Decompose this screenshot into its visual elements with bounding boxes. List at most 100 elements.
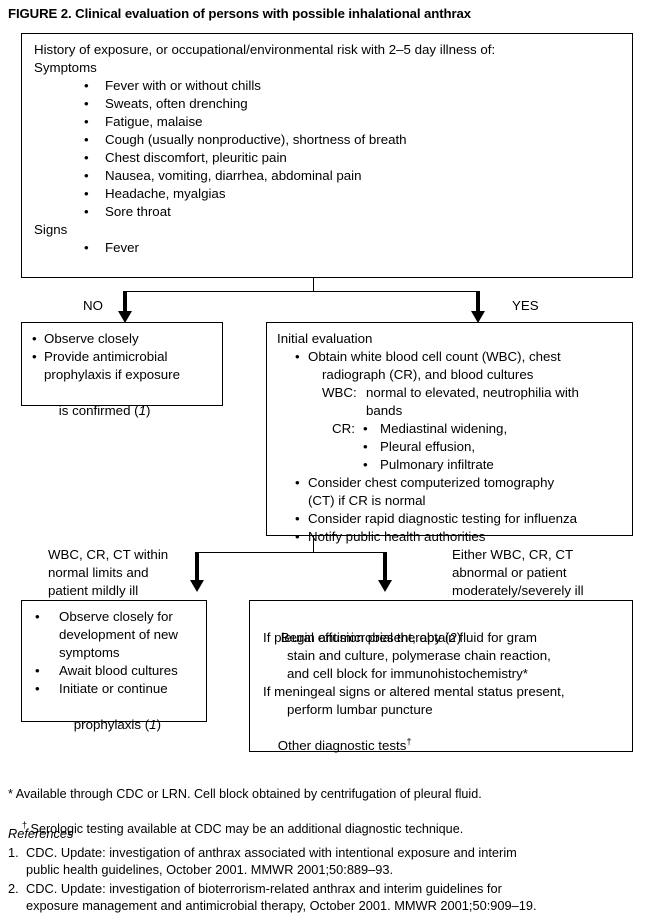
initial-evaluation-heading: Initial evaluation xyxy=(277,331,373,346)
bullet-icon: • xyxy=(84,168,89,183)
symptom-item: Fatigue, malaise xyxy=(105,114,203,129)
signs-label: Signs xyxy=(34,222,68,237)
bullet-icon: • xyxy=(35,663,40,678)
initial-eval-obtain-line2: radiograph (CR), and blood cultures xyxy=(322,367,534,382)
symptom-item: Fever with or without chills xyxy=(105,78,261,93)
page-title: FIGURE 2. Clinical evaluation of persons… xyxy=(8,6,471,21)
arrow-severe-shaft xyxy=(383,552,388,584)
bullet-icon: • xyxy=(84,132,89,147)
references-heading: References xyxy=(8,826,74,841)
bullet-icon: • xyxy=(84,150,89,165)
no-outcome-item-text: is confirmed ( xyxy=(58,402,139,418)
symptom-item: Nausea, vomiting, diarrhea, abdominal pa… xyxy=(105,168,362,183)
bullet-icon: • xyxy=(84,114,89,129)
severe-outcome-line3: stain and culture, polymerase chain reac… xyxy=(287,648,551,663)
wbc-line2: bands xyxy=(366,403,403,418)
dagger-marker: † xyxy=(22,819,28,830)
reference-number: 1. xyxy=(8,845,19,860)
severe-outcome-line4: and cell block for immunohistochemistry* xyxy=(287,666,528,681)
connector-split-bar-lower xyxy=(197,552,386,554)
severe-outcome-line5: If meningeal signs or altered mental sta… xyxy=(263,684,565,699)
ref-marker: 1 xyxy=(138,402,146,418)
arrow-yes-head xyxy=(470,311,485,323)
branch-label-mild-line1: WBC, CR, CT within xyxy=(48,547,169,562)
mild-outcome-item: development of new xyxy=(59,627,179,642)
no-outcome-item: Provide antimicrobial xyxy=(44,349,168,364)
bullet-icon: • xyxy=(35,681,40,696)
reference-line: exposure management and antimicrobial th… xyxy=(26,898,537,913)
mild-outcome-item: Initiate or continue xyxy=(59,681,168,696)
cr-item: Pleural effusion, xyxy=(380,439,476,454)
bullet-icon: • xyxy=(84,78,89,93)
bullet-icon: • xyxy=(32,331,37,346)
no-outcome-box xyxy=(21,322,223,406)
bullet-icon: • xyxy=(295,511,300,526)
connector-split-bar xyxy=(125,291,479,293)
bullet-icon: • xyxy=(84,96,89,111)
ref-close: ) xyxy=(146,402,151,418)
branch-label-severe-line3: moderately/severely ill xyxy=(452,583,584,598)
severe-outcome-line6: perform lumbar puncture xyxy=(287,702,433,717)
reference-line: CDC. Update: investigation of anthrax as… xyxy=(26,845,517,860)
bullet-icon: • xyxy=(84,204,89,219)
arrow-no-shaft xyxy=(123,291,128,315)
severe-outcome-box xyxy=(249,600,633,752)
ref-close: ) xyxy=(156,716,162,732)
severe-outcome-line7: Other diagnostic tests† xyxy=(263,719,412,772)
arrow-yes-shaft xyxy=(476,291,481,315)
branch-label-no: NO xyxy=(83,298,103,313)
cr-item: Mediastinal widening, xyxy=(380,421,508,436)
branch-label-mild-line3: patient mildly ill xyxy=(48,583,139,598)
cr-label: CR: xyxy=(332,421,355,436)
mild-outcome-item-ref: prophylaxis (1) xyxy=(59,698,161,751)
severe-line7-text: Other diagnostic tests xyxy=(277,737,407,753)
initial-evaluation-box xyxy=(266,322,633,536)
branch-label-mild-line2: normal limits and xyxy=(48,565,149,580)
no-outcome-item: prophylaxis if exposure xyxy=(44,367,180,382)
bullet-icon: • xyxy=(35,609,40,624)
sign-item: Fever xyxy=(105,240,139,255)
symptom-item: Sore throat xyxy=(105,204,171,219)
ref-marker: 1 xyxy=(149,716,157,732)
mild-outcome-item-text: prophylaxis ( xyxy=(73,716,150,732)
consider-rapid-line: Consider rapid diagnostic testing for in… xyxy=(308,511,578,526)
arrow-mild-shaft xyxy=(195,552,200,584)
wbc-label: WBC: xyxy=(322,385,357,400)
arrow-no-head xyxy=(117,311,132,323)
consider-ct-line2: (CT) if CR is normal xyxy=(308,493,426,508)
severe-outcome-line1: Begin antimicrobial therapy (2) xyxy=(266,611,461,664)
ref-marker: 2 xyxy=(449,629,457,645)
branch-label-severe-line2: abnormal or patient xyxy=(452,565,567,580)
arrow-severe-head xyxy=(377,580,392,592)
reference-number: 2. xyxy=(8,881,19,896)
mild-outcome-item: symptoms xyxy=(59,645,120,660)
bullet-icon: • xyxy=(363,457,368,472)
bullet-icon: • xyxy=(363,439,368,454)
mild-outcome-box xyxy=(21,600,207,722)
bullet-icon: • xyxy=(84,240,89,255)
bullet-icon: • xyxy=(295,529,300,544)
dagger-marker: † xyxy=(406,736,412,748)
symptom-item: Headache, myalgias xyxy=(105,186,226,201)
footnote-dagger: † Serologic testing available at CDC may… xyxy=(8,804,463,854)
reference-line: CDC. Update: investigation of bioterrori… xyxy=(26,881,502,896)
history-box xyxy=(21,33,633,278)
branch-label-yes: YES xyxy=(512,298,539,313)
branch-label-severe-line1: Either WBC, CR, CT xyxy=(452,547,574,562)
reference-line: public health guidelines, October 2001. … xyxy=(26,862,394,877)
connector-stem-lower xyxy=(312,536,314,553)
symptoms-label: Symptoms xyxy=(34,60,97,75)
symptom-item: Sweats, often drenching xyxy=(105,96,248,111)
wbc-line1: normal to elevated, neutrophilia with xyxy=(366,385,579,400)
bullet-icon: • xyxy=(32,349,37,364)
footnote-asterisk: * Available through CDC or LRN. Cell blo… xyxy=(8,787,482,801)
bullet-icon: • xyxy=(295,475,300,490)
no-outcome-item: Observe closely xyxy=(44,331,139,346)
notify-line: Notify public health authorities xyxy=(308,529,486,544)
consider-ct-line1: Consider chest computerized tomography xyxy=(308,475,555,490)
footnote-dagger-text: Serologic testing available at CDC may b… xyxy=(27,821,464,836)
mild-outcome-item: Await blood cultures xyxy=(59,663,178,678)
no-outcome-item-ref: is confirmed (1) xyxy=(44,384,151,437)
symptom-item: Cough (usually nonproductive), shortness… xyxy=(105,132,407,147)
arrow-mild-head xyxy=(189,580,204,592)
